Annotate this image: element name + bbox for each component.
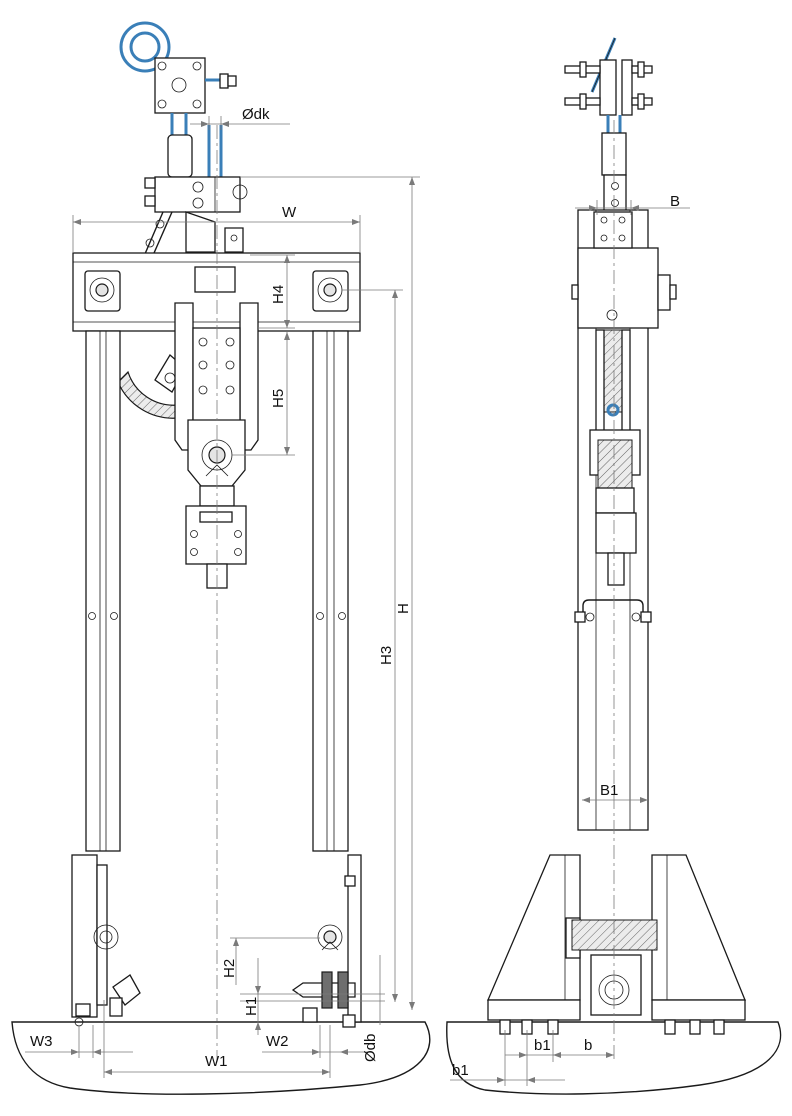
- label-db: Ødb: [362, 1034, 379, 1062]
- label-B: B: [670, 193, 680, 210]
- top-clamp-block: [154, 57, 206, 114]
- left-beam-pin: [84, 270, 121, 312]
- dim-H1: H1: [240, 955, 385, 1035]
- dim-H2: H2: [221, 937, 320, 985]
- dim-H3: H3: [342, 289, 403, 1002]
- label-H5: H5: [270, 389, 287, 408]
- dim-H: H: [240, 176, 420, 1010]
- side-center-hatched: [597, 439, 633, 489]
- right-column: [312, 330, 349, 852]
- dim-b1-upper: b1: [505, 1030, 561, 1062]
- side-right-gusset: [651, 854, 746, 1001]
- front-view: Ødk W H4 H5: [11, 21, 431, 1095]
- label-dk: Ødk: [242, 106, 270, 123]
- label-b: b: [584, 1037, 592, 1054]
- left-column: [85, 330, 121, 852]
- dim-db: Ødb: [340, 1034, 379, 1062]
- dim-dk: Ødk: [190, 106, 290, 130]
- side-view: B B1 b1 b b: [446, 37, 782, 1095]
- coupling-body: [167, 134, 193, 178]
- dim-W2: W2: [262, 1025, 340, 1058]
- ground-front: [11, 1021, 431, 1095]
- label-b1-upper: b1: [534, 1037, 551, 1054]
- side-bottom-pin: [571, 919, 658, 951]
- ground-side: [446, 1021, 782, 1095]
- label-H2: H2: [221, 959, 238, 978]
- dim-W: W: [72, 204, 361, 253]
- dim-H5: H5: [232, 332, 295, 456]
- side-u-bracket: [582, 599, 644, 620]
- lifting-eye-hole: [129, 31, 161, 63]
- label-H3: H3: [378, 646, 395, 665]
- label-W1: W1: [205, 1053, 228, 1070]
- label-B1: B1: [600, 782, 618, 799]
- dim-W3: W3: [25, 1025, 133, 1058]
- label-H1: H1: [243, 997, 260, 1016]
- label-H4: H4: [270, 285, 287, 304]
- label-W2: W2: [266, 1033, 289, 1050]
- dim-b: b: [553, 1037, 614, 1058]
- clamp-head: [154, 176, 241, 213]
- dim-H4: H4: [250, 254, 295, 329]
- dim-B1: B1: [582, 782, 648, 803]
- side-hatched-rod: [603, 329, 623, 413]
- label-W3: W3: [30, 1033, 53, 1050]
- lifting-eye-ring: [119, 21, 171, 73]
- label-W: W: [282, 204, 297, 221]
- dim-B: B: [575, 193, 690, 215]
- right-lower-pin: [317, 924, 343, 950]
- label-H: H: [395, 603, 412, 614]
- right-beam-pin: [312, 270, 349, 312]
- center-plate: [192, 327, 241, 424]
- dim-b1-lower: b1: [450, 1030, 565, 1086]
- label-b1-lower: b1: [452, 1062, 469, 1079]
- left-foot-plate: [71, 854, 98, 1018]
- dim-W1: W1: [103, 1000, 331, 1078]
